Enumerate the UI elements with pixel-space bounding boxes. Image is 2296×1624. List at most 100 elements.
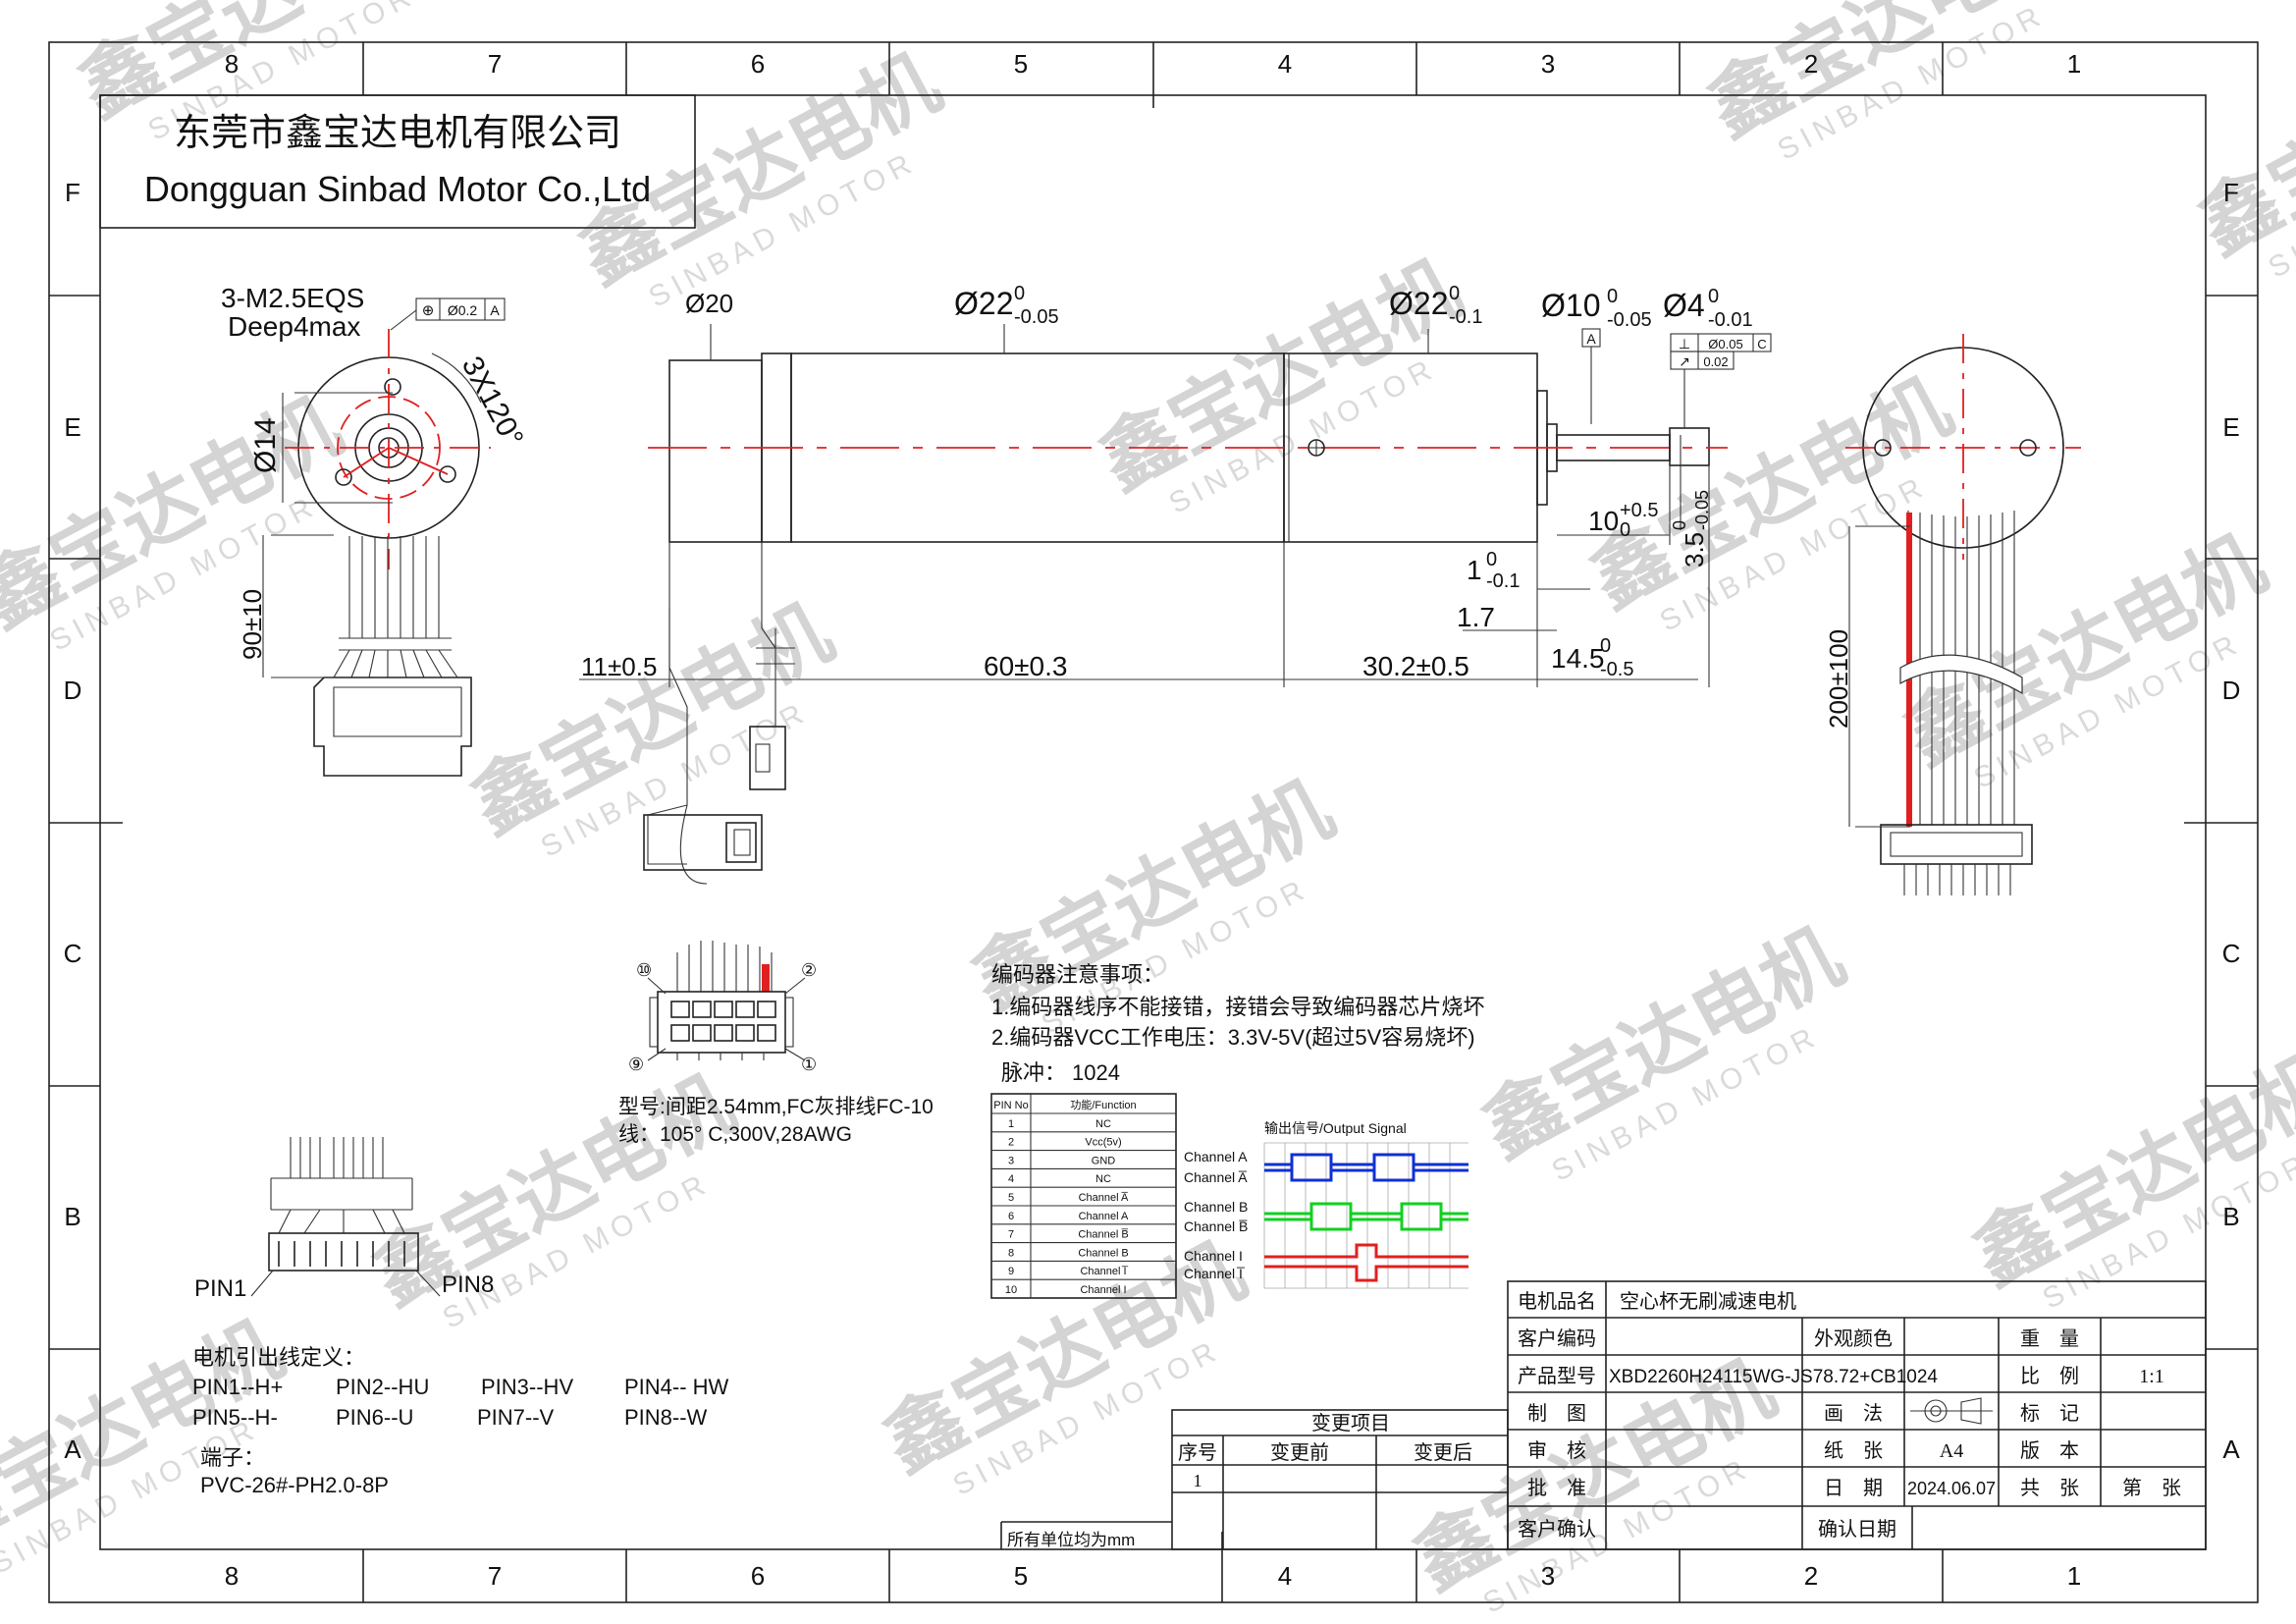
dim-145-tol-dn: -0.5 <box>1600 659 1633 680</box>
row-label: A <box>64 1435 81 1464</box>
dim-d22b-tol-up: 0 <box>1449 283 1460 304</box>
dim-145: 14.5 <box>1551 643 1605 674</box>
pin-table-cell-function: NC <box>1095 1118 1111 1130</box>
perpendicularity-box: ⊥ Ø0.05 C <box>1670 333 1772 352</box>
company-name-cn: 东莞市鑫宝达电机有限公司 <box>174 113 621 154</box>
connector-wire: 线：105° C,300V,28AWG <box>618 1123 852 1146</box>
pin-table-cell-function: GND <box>1092 1155 1116 1166</box>
pin2-marker: ② <box>801 960 817 980</box>
col-label: 2 <box>1804 49 1818 79</box>
encoder-note-1: 1.编码器线序不能接错，接错会导致编码器芯片烧坏 <box>991 995 1484 1019</box>
row-label: E <box>2222 412 2239 442</box>
encoder-notes-title: 编码器注意事项： <box>991 962 1164 987</box>
encoder-notes: 编码器注意事项： 1.编码器线序不能接错，接错会导致编码器芯片烧坏 2.编码器V… <box>991 962 1484 1085</box>
row-label: D <box>64 676 82 705</box>
pin-table-cell-function: Vcc(5v) <box>1085 1137 1121 1149</box>
dim-302: 30.2±0.5 <box>1362 651 1469 681</box>
lead-def-pin2: PIN2--HU <box>336 1375 429 1399</box>
tb-motor-name-label: 电机品名 <box>1518 1290 1596 1313</box>
pin9-marker: ⑨ <box>628 1055 644 1074</box>
pin-table-cell-function: Channel I <box>1080 1284 1126 1296</box>
thread-note: 3-M2.5EQS <box>221 283 364 313</box>
pin-table-cell-no: 7 <box>1008 1229 1014 1241</box>
dim-d10-tol-up: 0 <box>1607 286 1618 307</box>
tb-date-value: 2024.06.07 <box>1907 1479 1996 1498</box>
tb-draw-label: 制 图 <box>1527 1402 1586 1425</box>
row-label: F <box>65 178 80 207</box>
wave-channel-b-bar <box>1264 1212 1468 1231</box>
pin-table-cell-no: 8 <box>1008 1247 1014 1259</box>
dim-60: 60±0.3 <box>984 651 1067 681</box>
dia-note: Ø14 <box>249 417 282 473</box>
row-label: F <box>2223 178 2239 207</box>
drawing-frame: 8 7 6 5 4 3 2 1 8 7 6 5 4 3 2 1 F E D C … <box>48 41 2259 1603</box>
row-label: E <box>64 412 80 442</box>
change-header-before: 变更前 <box>1270 1441 1329 1464</box>
signal-title: 输出信号/Output Signal <box>1264 1120 1407 1136</box>
row-label: A <box>2222 1435 2240 1464</box>
pin-table-cell-no: 1 <box>1008 1118 1014 1130</box>
tb-total-label: 共 张 <box>2020 1477 2079 1499</box>
pin-table-cell-no: 9 <box>1008 1266 1014 1277</box>
datum-a: A <box>1586 331 1596 347</box>
pin1-marker: ① <box>801 1055 817 1074</box>
dim-1-tol-dn: -0.1 <box>1486 570 1520 592</box>
pin10-marker: ⑩ <box>636 960 652 980</box>
lead-def-pin7: PIN7--V <box>477 1405 555 1430</box>
change-table: 变更项目 序号 变更前 变更后 1 所有单位均为mm <box>1000 1409 1509 1550</box>
tb-confirm-date-label: 确认日期 <box>1818 1518 1896 1541</box>
terminal-title: 端子： <box>200 1445 265 1470</box>
dim-1-tol-up: 0 <box>1486 549 1497 570</box>
tb-review-label: 审 核 <box>1527 1439 1586 1462</box>
dim-d20: Ø20 <box>685 289 733 318</box>
col-label: 4 <box>1278 1561 1292 1591</box>
row-label: C <box>2222 939 2241 968</box>
col-label: 6 <box>751 49 765 79</box>
pin-table-header-func: 功能/Function <box>1070 1098 1136 1111</box>
pin-table-cell-function: NC <box>1095 1173 1111 1185</box>
encoder-note-2: 2.编码器VCC工作电压：3.3V-5V(超过5V容易烧坏) <box>991 1025 1475 1050</box>
dim-d22a: Ø22 <box>954 286 1013 321</box>
dim-10-tol-up: +0.5 <box>1620 500 1658 521</box>
pin1-label: PIN1 <box>194 1275 246 1302</box>
tb-sheet-label: 第 张 <box>2122 1477 2181 1499</box>
col-label: 3 <box>1541 1561 1555 1591</box>
unit-note: 所有单位均为mm <box>1007 1531 1135 1549</box>
connector-model: 型号:间距2.54mm,FC灰排线FC-10 <box>618 1096 934 1118</box>
side-view: Ø20 Ø22 0 -0.05 Ø22 0 -0.1 Ø10 0 -0.05 A… <box>579 283 1772 885</box>
dim-35: 3.5 <box>1680 532 1709 568</box>
terminal-value: PVC-26#-PH2.0-8P <box>200 1473 389 1497</box>
dim-10-tol-dn: 0 <box>1620 519 1630 541</box>
tb-mark-label: 标 记 <box>2020 1402 2079 1425</box>
lead-def-pin6: PIN6--U <box>336 1405 413 1430</box>
change-row-no: 1 <box>1194 1471 1202 1490</box>
row-label: B <box>64 1202 80 1231</box>
pin-table-header-no: PIN No <box>993 1100 1028 1111</box>
lead-def-pin4: PIN4-- HW <box>624 1375 729 1399</box>
pin-table-cell-no: 2 <box>1008 1137 1014 1149</box>
row-label: B <box>2222 1202 2239 1231</box>
pin-table-cell-function: Channel B̅ <box>1078 1229 1128 1241</box>
signal-label-a-bar: Channel A̅ <box>1184 1169 1248 1185</box>
tb-weight-label: 重 量 <box>2020 1327 2079 1350</box>
wave-channel-i <box>1264 1243 1468 1259</box>
tb-paper-label: 纸 张 <box>1824 1439 1883 1462</box>
perp-symbol: ⊥ <box>1679 336 1690 352</box>
tb-method-label: 画 法 <box>1824 1402 1883 1425</box>
tb-product-value: XBD2260H24115WG-JS78.72+CB1024 <box>1609 1367 1938 1387</box>
tolerance-value: Ø0.2 <box>448 302 478 318</box>
pin-table-cell-no: 10 <box>1005 1284 1017 1296</box>
tb-approve-label: 批 准 <box>1527 1477 1586 1499</box>
col-label: 8 <box>225 1561 239 1591</box>
depth-note: Deep4max <box>228 311 360 342</box>
dim-35-tol-up: 0 <box>1670 520 1689 530</box>
company-name-en: Dongguan Sinbad Motor Co.,Ltd <box>144 169 651 209</box>
pulse-label: 脉冲： <box>1001 1060 1066 1085</box>
pin-table-cell-function: Channel B <box>1078 1247 1128 1259</box>
connector-detail: ⑩ ② ⑨ ① 型号:间距2.54mm,FC灰排线FC-10 线：105° C,… <box>618 941 934 1146</box>
lead-def-pin5: PIN5--H- <box>192 1405 278 1430</box>
wave-channel-a <box>1264 1153 1468 1172</box>
col-label: 3 <box>1541 49 1555 79</box>
tb-scale-label: 比 例 <box>2020 1365 2079 1387</box>
